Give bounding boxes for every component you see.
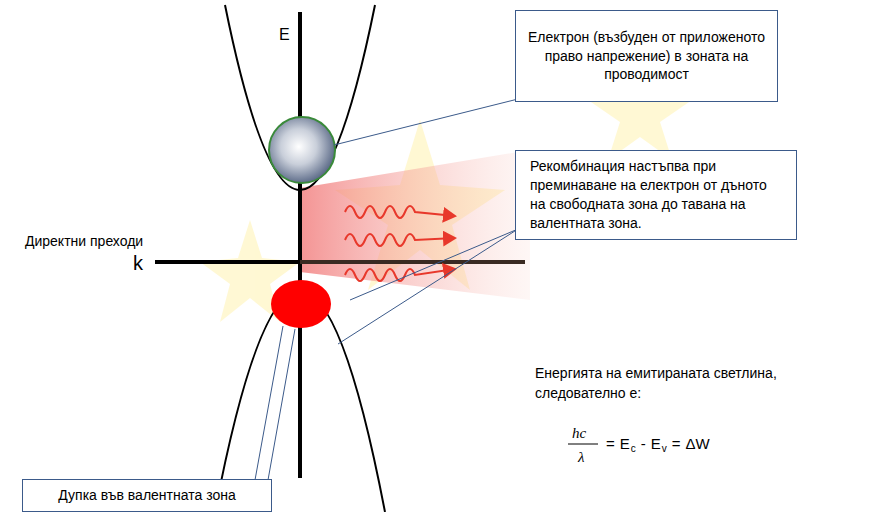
note-text: Енергията на емитираната светлина, следо…: [535, 364, 805, 403]
photon-waves: [345, 206, 455, 281]
fraction-bar: [568, 444, 598, 445]
callout-box: Дупка във валентната зона: [22, 479, 272, 512]
callout-text: Електрон (възбуден от приложеното право …: [526, 28, 767, 85]
formula-term: =: [672, 435, 681, 452]
k-axis: [300, 260, 525, 264]
formula-subscript: c: [631, 443, 636, 454]
formula-term: E: [651, 435, 661, 452]
formula-subscript: v: [662, 443, 667, 454]
formula: = Ec-Ev = ΔW: [606, 435, 715, 452]
formula-term: ΔW: [686, 435, 710, 452]
electron: [269, 117, 335, 183]
hole: [271, 280, 331, 328]
callout-box: Рекомбинация настъпва при преминаване на…: [515, 150, 797, 240]
axis-label: k: [133, 249, 143, 277]
note-text: Директни преходи: [25, 232, 143, 252]
emission-wedge: [300, 150, 530, 300]
callout-text: Рекомбинация настъпва при преминаване на…: [530, 157, 782, 233]
formula-term: hc: [572, 423, 586, 444]
formula-term: =: [606, 435, 615, 452]
leader-lines: [255, 96, 530, 480]
callout-text: Дупка във валентната зона: [31, 486, 263, 505]
formula-term: E: [620, 435, 630, 452]
energy-axis: [298, 12, 302, 478]
k-axis: [155, 260, 300, 264]
callout-box: Електрон (възбуден от приложеното право …: [515, 10, 778, 102]
formula-term: λ: [578, 447, 585, 468]
axis-label: E: [279, 24, 290, 46]
formula-term: -: [641, 435, 646, 452]
